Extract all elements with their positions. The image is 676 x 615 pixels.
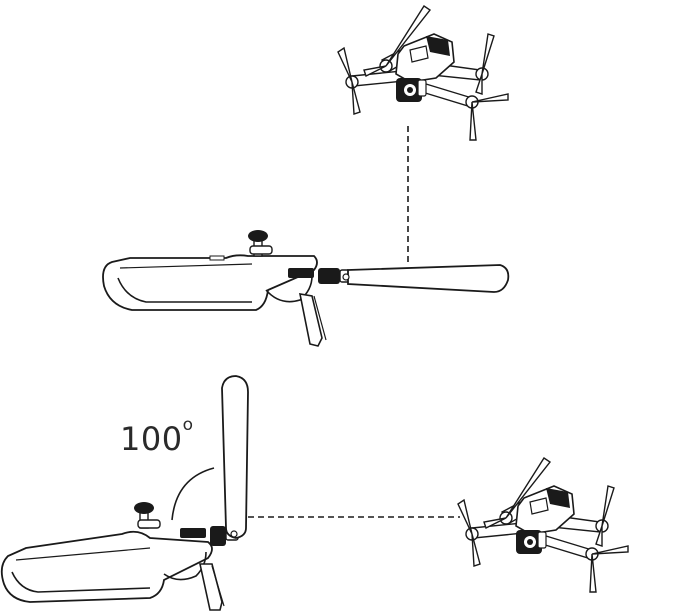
- drone-icon-bottom: [457, 457, 629, 593]
- angle-arc: [171, 467, 215, 521]
- antenna-angle-label: 100o: [120, 417, 193, 458]
- remote-controller-icon-top: [102, 230, 351, 347]
- angle-value: 100: [120, 420, 183, 458]
- drone-icon-top: [337, 5, 509, 141]
- degree-symbol: o: [182, 415, 194, 435]
- antenna-icon-vertical: [221, 375, 249, 539]
- antenna-icon-horizontal: [347, 264, 510, 293]
- remote-controller-icon-bottom: [0, 502, 239, 611]
